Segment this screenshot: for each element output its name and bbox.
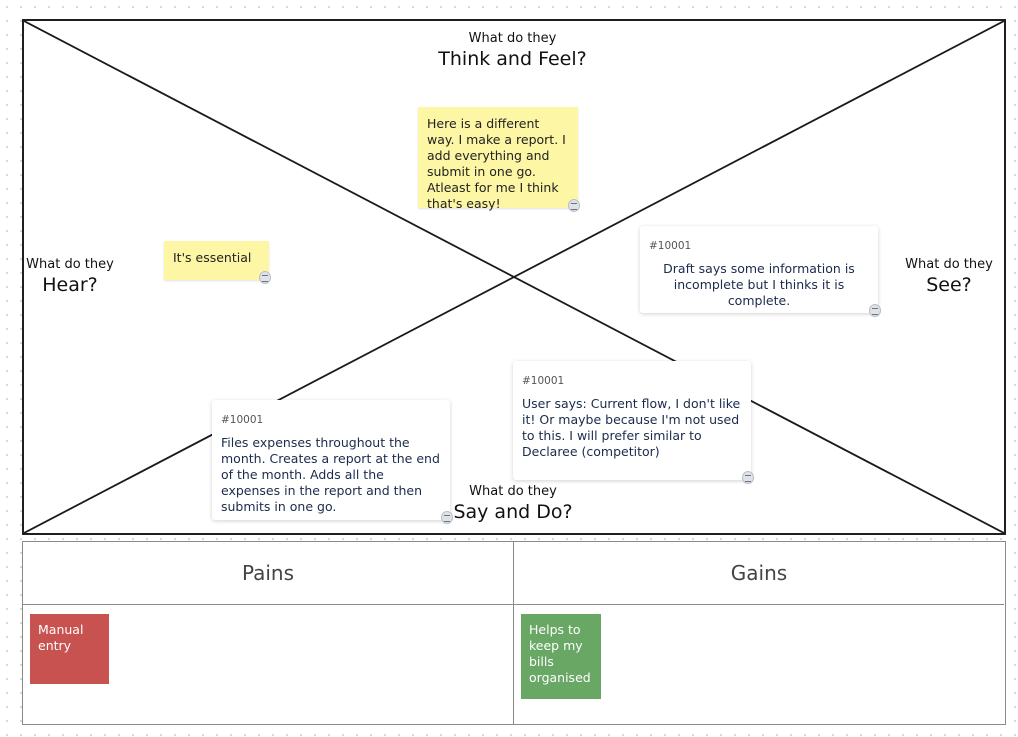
sticky-note-hear[interactable]: It's essential <box>164 241 271 284</box>
gain-note-text: Helps to keep my bills organised <box>529 622 591 685</box>
say-do-label: What do they Say and Do? <box>450 484 576 524</box>
see-title: See? <box>926 274 972 296</box>
see-small: What do they <box>905 257 993 272</box>
say-do-title: Say and Do? <box>453 501 573 523</box>
see-label: What do they See? <box>899 257 999 297</box>
database-icon[interactable] <box>441 511 453 524</box>
card-text: User says: Current flow, I don't like it… <box>522 396 741 459</box>
card-text: Files expenses throughout the month. Cre… <box>221 435 440 514</box>
pains-column: Pains <box>23 542 514 724</box>
pains-header: Pains <box>23 542 513 605</box>
sticky-note-text: Here is a different way. I make a report… <box>427 116 566 211</box>
pain-note-text: Manual entry <box>38 622 84 653</box>
think-feel-title: Think and Feel? <box>438 48 587 70</box>
say-do-small: What do they <box>469 484 557 499</box>
gains-header: Gains <box>514 542 1004 605</box>
hear-title: Hear? <box>42 274 98 296</box>
card-note-say-do-right[interactable]: #10001 User says: Current flow, I don't … <box>513 361 754 484</box>
gain-note-bills-organised[interactable]: Helps to keep my bills organised <box>521 614 601 699</box>
pain-note-manual-entry[interactable]: Manual entry <box>30 614 109 684</box>
sticky-note-text: It's essential <box>173 250 252 265</box>
card-id: #10001 <box>649 240 692 252</box>
gains-column: Gains <box>514 542 1004 724</box>
database-icon[interactable] <box>568 199 580 212</box>
hear-label: What do they Hear? <box>20 257 120 297</box>
think-feel-label: What do they Think and Feel? <box>430 31 595 71</box>
database-icon[interactable] <box>742 471 754 484</box>
card-note-say-do-left[interactable]: #10001 Files expenses throughout the mon… <box>212 400 453 524</box>
database-icon[interactable] <box>869 304 881 317</box>
card-id: #10001 <box>522 375 565 387</box>
database-icon[interactable] <box>259 271 271 284</box>
card-text: Draft says some information is incomplet… <box>663 261 855 308</box>
think-feel-small: What do they <box>468 31 557 46</box>
card-note-see[interactable]: #10001 Draft says some information is in… <box>640 226 881 317</box>
pains-gains-table: Pains Gains <box>22 541 1006 725</box>
hear-small: What do they <box>26 257 114 272</box>
card-id: #10001 <box>221 414 264 426</box>
sticky-note-think-feel[interactable]: Here is a different way. I make a report… <box>418 107 580 212</box>
quadrant-diagonals <box>24 21 1004 533</box>
